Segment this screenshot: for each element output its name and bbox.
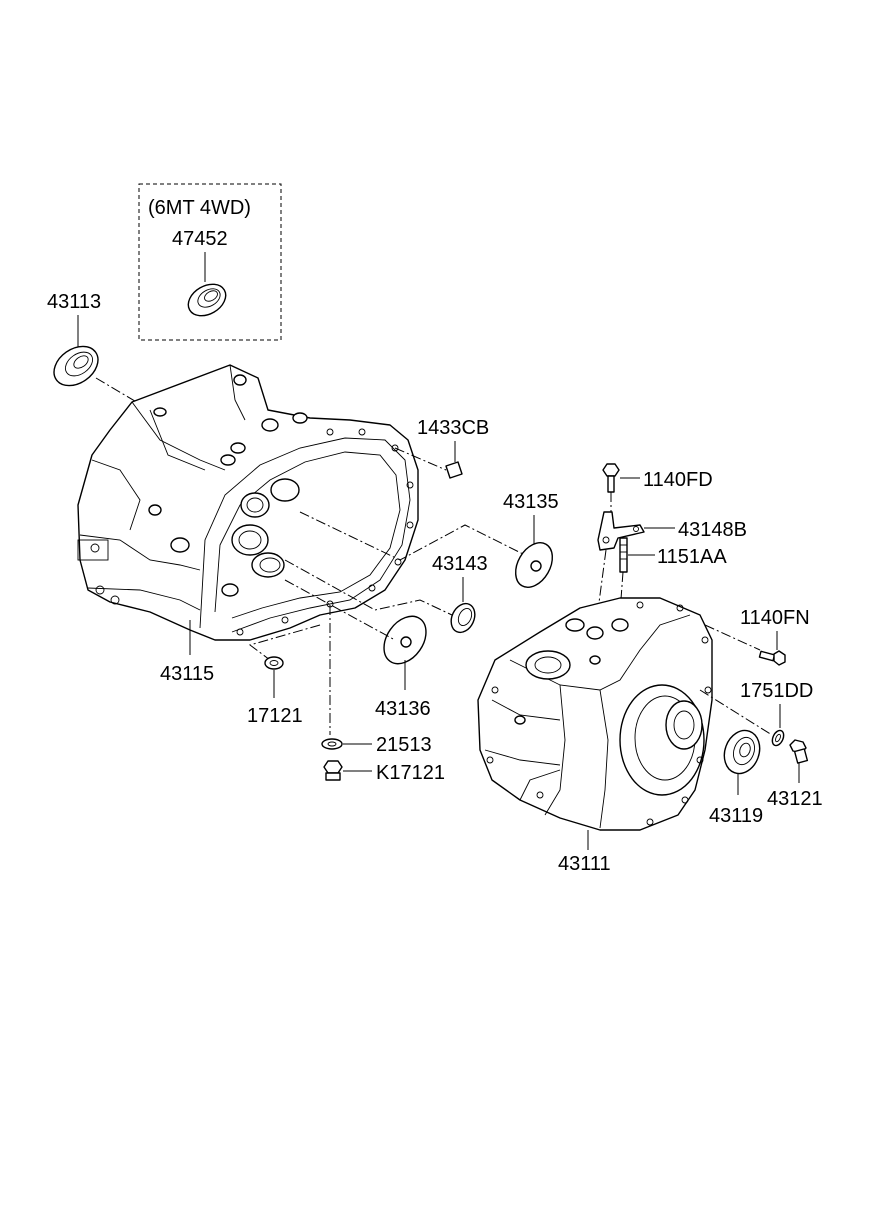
plug-K17121[interactable] — [323, 760, 343, 781]
label-47452[interactable]: 47452 — [172, 228, 228, 250]
label-43119[interactable]: 43119 — [709, 805, 763, 827]
label-21513[interactable]: 21513 — [376, 734, 432, 756]
label-1140FN[interactable]: 1140FN — [740, 607, 810, 629]
plate-43135[interactable] — [508, 536, 560, 594]
seal-43143[interactable] — [447, 600, 480, 636]
label-17121[interactable]: 17121 — [247, 705, 303, 727]
plate-43136[interactable] — [375, 608, 434, 671]
option-box — [138, 183, 282, 341]
label-43113[interactable]: 43113 — [47, 291, 101, 313]
label-43148B[interactable]: 43148B — [678, 519, 747, 541]
label-43111[interactable]: 43111 — [558, 853, 611, 875]
transmission-case-43111[interactable] — [477, 597, 713, 831]
label-43136[interactable]: 43136 — [375, 698, 431, 720]
label-43135[interactable]: 43135 — [503, 491, 559, 513]
label-43143[interactable]: 43143 — [432, 553, 488, 575]
dowel-1433CB[interactable] — [445, 461, 463, 479]
label-43121[interactable]: 43121 — [767, 788, 823, 810]
bolt-1140FD[interactable] — [602, 463, 620, 493]
stud-1151AA[interactable] — [619, 537, 628, 573]
seal-43119[interactable] — [719, 726, 766, 779]
washer-17121[interactable] — [264, 656, 284, 670]
label-1433CB[interactable]: 1433CB — [417, 417, 489, 439]
plug-43121[interactable] — [789, 739, 809, 764]
label-1751DD[interactable]: 1751DD — [740, 680, 813, 702]
washer-21513[interactable] — [321, 738, 343, 750]
oring-1751DD[interactable] — [770, 729, 786, 748]
label-1151AA[interactable]: 1151AA — [657, 546, 727, 568]
seal-43113[interactable] — [47, 338, 106, 393]
label-1140FD[interactable]: 1140FD — [643, 469, 713, 491]
seal-47452[interactable] — [183, 278, 232, 322]
bolt-1140FN[interactable] — [758, 650, 786, 666]
option-box-title: (6MT 4WD) — [148, 197, 251, 219]
label-43115[interactable]: 43115 — [160, 663, 214, 685]
clutch-housing-43115[interactable] — [77, 364, 419, 641]
bracket-43148B[interactable] — [597, 511, 645, 551]
label-K17121[interactable]: K17121 — [376, 762, 445, 784]
